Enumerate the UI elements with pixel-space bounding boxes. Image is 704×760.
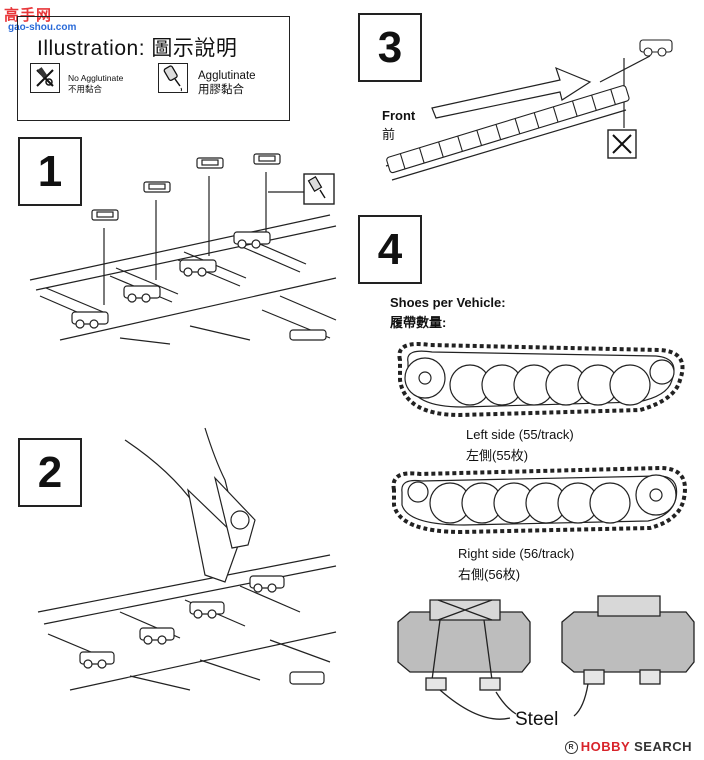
glue-bottle-icon <box>158 63 188 93</box>
agglutinate-label-zh: 用膠黏合 <box>198 84 244 96</box>
shoes-per-vehicle-en: Shoes per Vehicle: <box>390 295 506 310</box>
step-4-number: 4 <box>358 215 422 284</box>
footer-brand-rest: SEARCH <box>629 738 692 754</box>
legend-box <box>17 16 290 121</box>
right-side-label-zh: 右側(56枚) <box>458 567 521 582</box>
step-3-number: 3 <box>358 13 422 82</box>
agglutinate-label-en: Agglutinate <box>198 70 256 82</box>
watermark-site: gao-shou.com <box>8 22 77 33</box>
no-agglutinate-label-en: No Agglutinate <box>68 73 124 83</box>
right-side-label-en: Right side (56/track) <box>458 546 575 561</box>
footer-brand: HOBBY <box>580 738 630 754</box>
no-glue-icon <box>30 63 60 93</box>
left-side-label-zh: 左側(55枚) <box>466 448 529 463</box>
shoes-per-vehicle-zh: 履帶數量: <box>390 315 447 330</box>
legend-title: Illustration: 圖示說明 <box>37 37 238 60</box>
registered-mark: R <box>564 741 578 754</box>
no-agglutinate-label-zh: 不用黏合 <box>68 84 103 94</box>
steel-label: Steel <box>515 709 559 730</box>
front-label-zh: 前 <box>382 127 396 142</box>
watermark-logo: 高手网 <box>4 6 53 24</box>
left-side-label-en: Left side (55/track) <box>466 427 574 442</box>
step-2-number: 2 <box>18 438 82 507</box>
front-label-en: Front <box>382 108 416 123</box>
step-1-number: 1 <box>18 137 82 206</box>
